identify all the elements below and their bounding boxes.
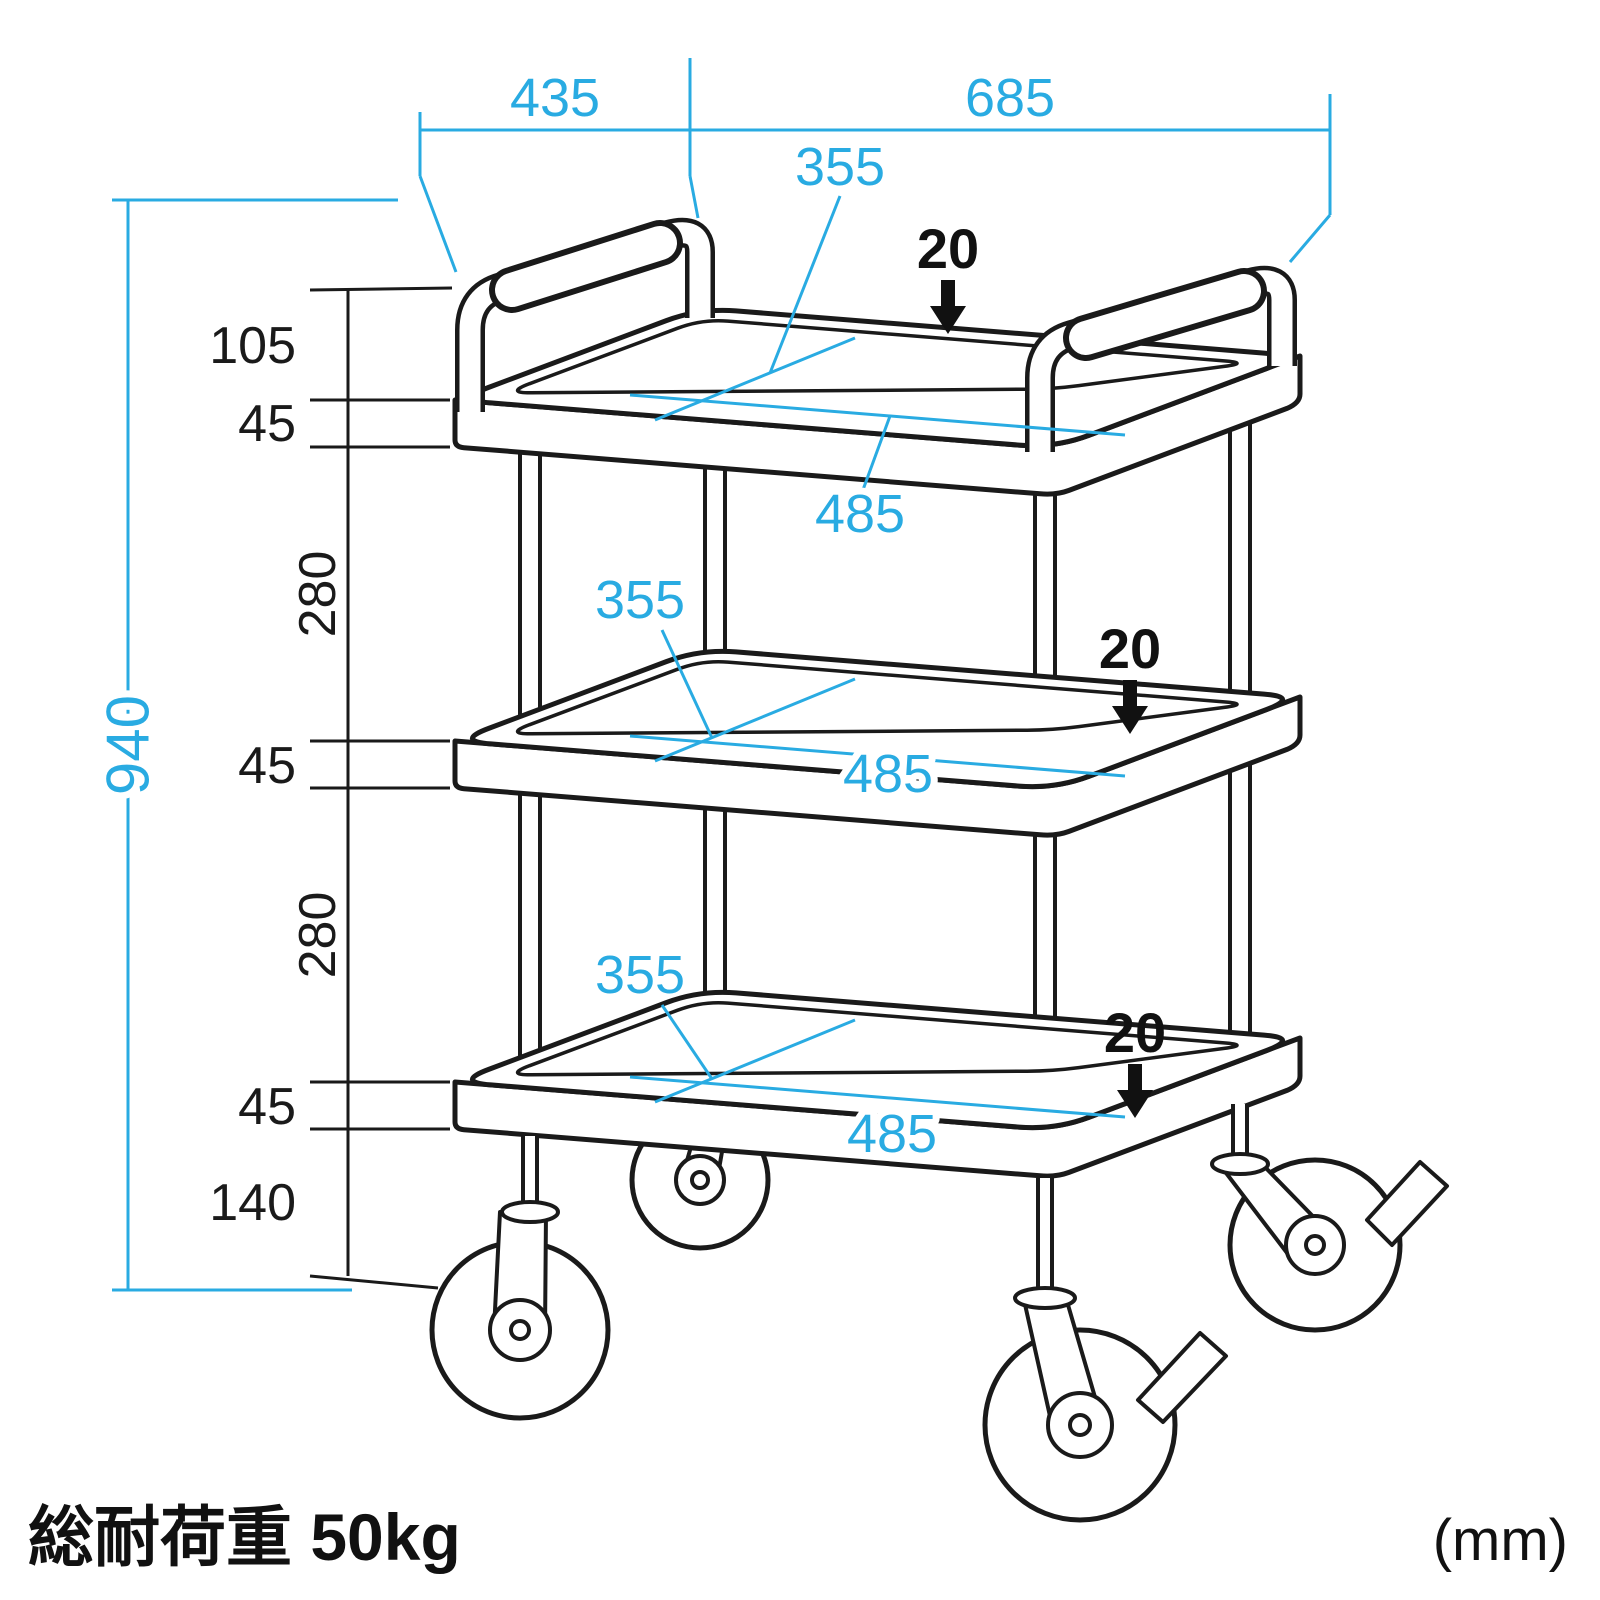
handle-right bbox=[1025, 265, 1297, 452]
dimension-shelf-top: 355 485 20 bbox=[629, 137, 1126, 551]
dim-handle-height: 105 bbox=[209, 317, 296, 375]
down-arrow-icon bbox=[1112, 680, 1148, 734]
dim-shelf-thickness-bottom: 45 bbox=[238, 1078, 296, 1136]
brake-lever bbox=[1365, 1160, 1449, 1247]
caster-front-left bbox=[429, 1136, 611, 1421]
dim-gap-upper: 280 bbox=[289, 551, 347, 638]
dim-rim-height-1: 20 bbox=[917, 217, 979, 280]
brake-lever bbox=[1136, 1331, 1228, 1424]
dimension-overall-height: 940 bbox=[88, 198, 398, 1292]
dim-gap-lower: 280 bbox=[289, 892, 347, 979]
dim-rim-height-3: 20 bbox=[1104, 1001, 1166, 1064]
caster-front-right bbox=[982, 1178, 1228, 1523]
dimension-shelf-bottom: 355 485 20 bbox=[595, 945, 1166, 1171]
down-arrow-icon bbox=[1117, 1064, 1153, 1118]
dim-shelf-thickness-mid: 45 bbox=[238, 737, 296, 795]
dim-inner-depth-2: 355 bbox=[595, 570, 685, 630]
dim-shelf-thickness-top: 45 bbox=[238, 395, 296, 453]
dim-inner-width-1: 485 bbox=[815, 484, 905, 544]
dim-overall-height: 940 bbox=[95, 695, 162, 795]
unit-note: (mm) bbox=[1433, 1508, 1568, 1573]
dimension-side-chain: 105 45 280 45 280 45 140 bbox=[209, 286, 453, 1290]
dimension-top: 435 685 bbox=[418, 58, 1332, 273]
shelf-top bbox=[452, 307, 1303, 497]
handle-left bbox=[455, 217, 715, 412]
dim-depth-top: 435 bbox=[510, 68, 600, 128]
dim-caster-height: 140 bbox=[209, 1174, 296, 1232]
dim-inner-width-3: 485 bbox=[847, 1104, 937, 1164]
load-capacity-note: 総耐荷重 50kg bbox=[28, 1500, 461, 1574]
dim-rim-height-2: 20 bbox=[1099, 617, 1161, 680]
dimension-shelf-middle: 355 485 20 bbox=[595, 570, 1161, 811]
dim-width-top: 685 bbox=[965, 68, 1055, 128]
down-arrow-icon bbox=[930, 280, 966, 334]
dim-inner-depth-1: 355 bbox=[795, 137, 885, 197]
dim-inner-depth-3: 355 bbox=[595, 945, 685, 1005]
caster-rear-right bbox=[1210, 1104, 1449, 1333]
dim-inner-width-2: 485 bbox=[843, 744, 933, 804]
